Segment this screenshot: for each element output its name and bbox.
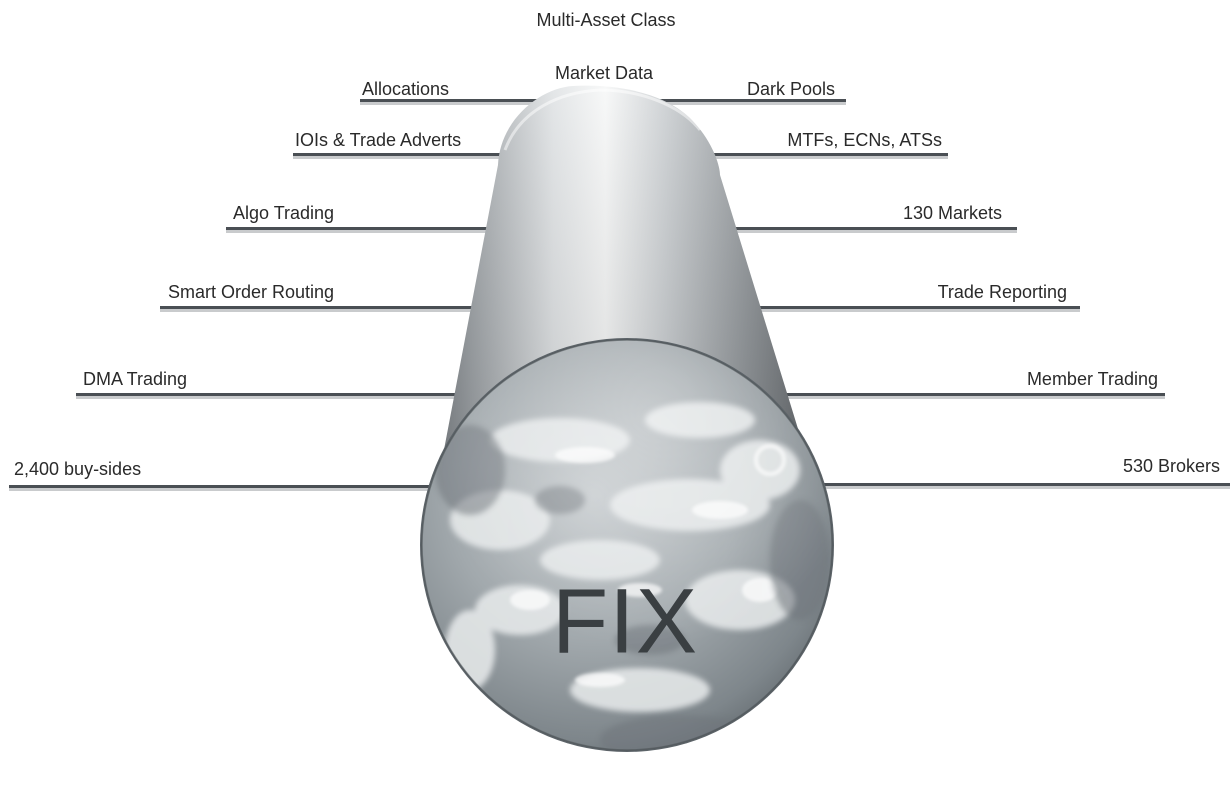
label-allocations: Allocations: [362, 79, 450, 99]
label-mtfs-ecns-atss: MTFs, ECNs, ATSs: [787, 130, 942, 150]
label-smart-order-routing: Smart Order Routing: [168, 282, 335, 302]
label-buy-sides: 2,400 buy-sides: [14, 459, 142, 479]
label-iois-trade-adverts: IOIs & Trade Adverts: [295, 130, 462, 150]
label-130-markets: 130 Markets: [902, 203, 1002, 223]
connector-line-smart-order-routing: [160, 308, 480, 312]
globe-icon: [420, 338, 834, 752]
label-member-trading: Member Trading: [1026, 369, 1158, 389]
label-algo-trading: Algo Trading: [233, 203, 335, 223]
label-dma-trading: DMA Trading: [83, 369, 188, 389]
connector-line-dma-trading: [76, 395, 466, 399]
connector-line-member-trading: [770, 395, 1165, 399]
left-connector-lines: [9, 99, 560, 491]
label-trade-reporting: Trade Reporting: [937, 282, 1067, 302]
label-market-data: Market Data: [554, 63, 654, 83]
connector-line-mtfs: [700, 155, 948, 159]
connector-line-algo-trading: [226, 229, 496, 233]
label-dark-pools: Dark Pools: [746, 79, 835, 99]
fix-center-label: FIX: [551, 570, 699, 673]
connector-line-iois: [293, 155, 508, 159]
connector-line-buy-sides: [9, 487, 459, 491]
label-multi-asset-class: Multi-Asset Class: [536, 10, 676, 30]
connector-line-allocations: [360, 101, 560, 105]
label-530-brokers: 530 Brokers: [1122, 456, 1220, 476]
connector-line-dark-pools: [650, 101, 846, 105]
connector-line-trade-reporting: [745, 308, 1080, 312]
connector-line-130-markets: [725, 229, 1017, 233]
right-connector-lines: [650, 99, 1230, 489]
connector-line-brokers: [790, 485, 1230, 489]
